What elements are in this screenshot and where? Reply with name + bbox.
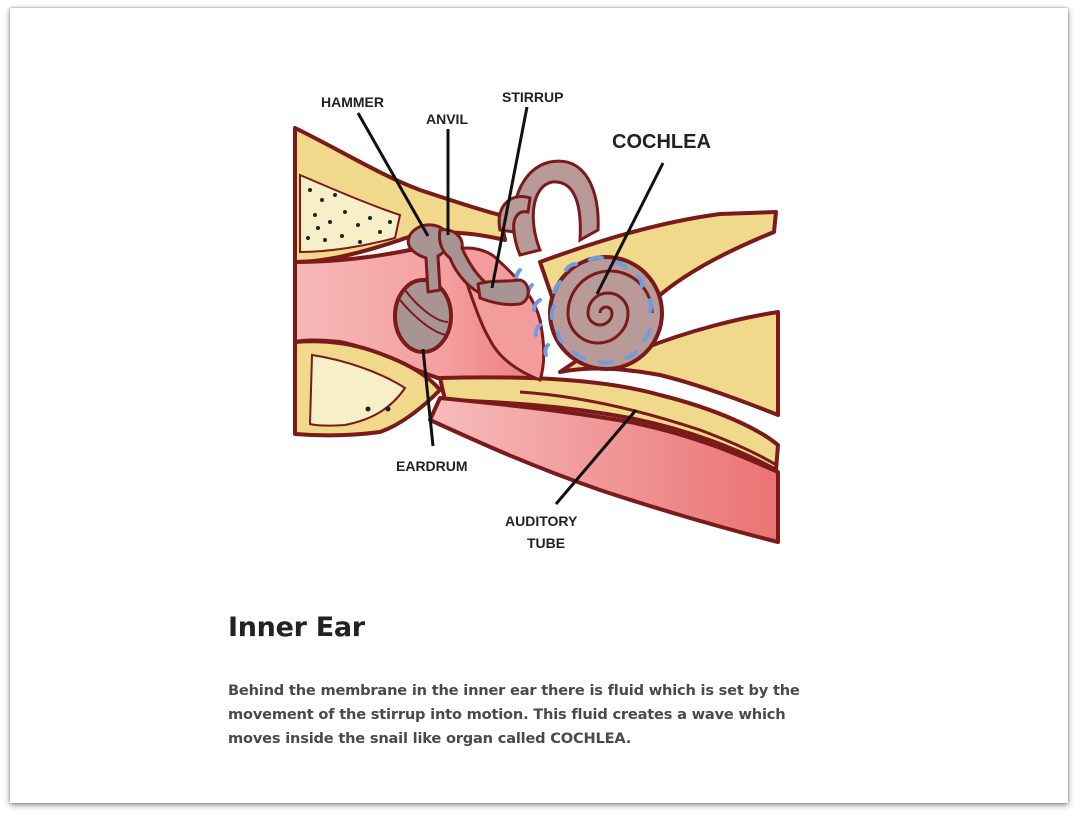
label-auditory-tube-2: TUBE <box>527 535 565 551</box>
eardrum-shape <box>393 278 453 354</box>
label-anvil: ANVIL <box>426 111 468 127</box>
description-line: Behind the membrane in the inner ear the… <box>228 682 800 699</box>
description-line: moves inside the snail like organ called… <box>228 730 632 747</box>
bone-marrow-lower <box>308 353 407 427</box>
label-cochlea: COCHLEA <box>612 131 711 153</box>
cochlea-fluid-marks <box>514 255 653 365</box>
label-eardrum: EARDRUM <box>396 458 468 474</box>
label-auditory-tube-1: AUDITORY <box>505 513 578 529</box>
label-hammer: HAMMER <box>321 94 384 110</box>
marrow-dots <box>306 188 392 244</box>
bone-marrow-upper <box>299 173 402 254</box>
page-title: Inner Ear <box>228 612 365 643</box>
description-line: movement of the stirrup into motion. Thi… <box>228 706 786 723</box>
stirrup-bone <box>476 278 530 306</box>
tube-inner-band <box>519 390 779 468</box>
pointer-lines <box>356 106 665 505</box>
label-stirrup: STIRRUP <box>502 89 563 105</box>
auditory-tube <box>428 396 780 544</box>
description: Behind the membrane in the inner ear the… <box>228 679 868 751</box>
ossicles <box>406 223 530 306</box>
